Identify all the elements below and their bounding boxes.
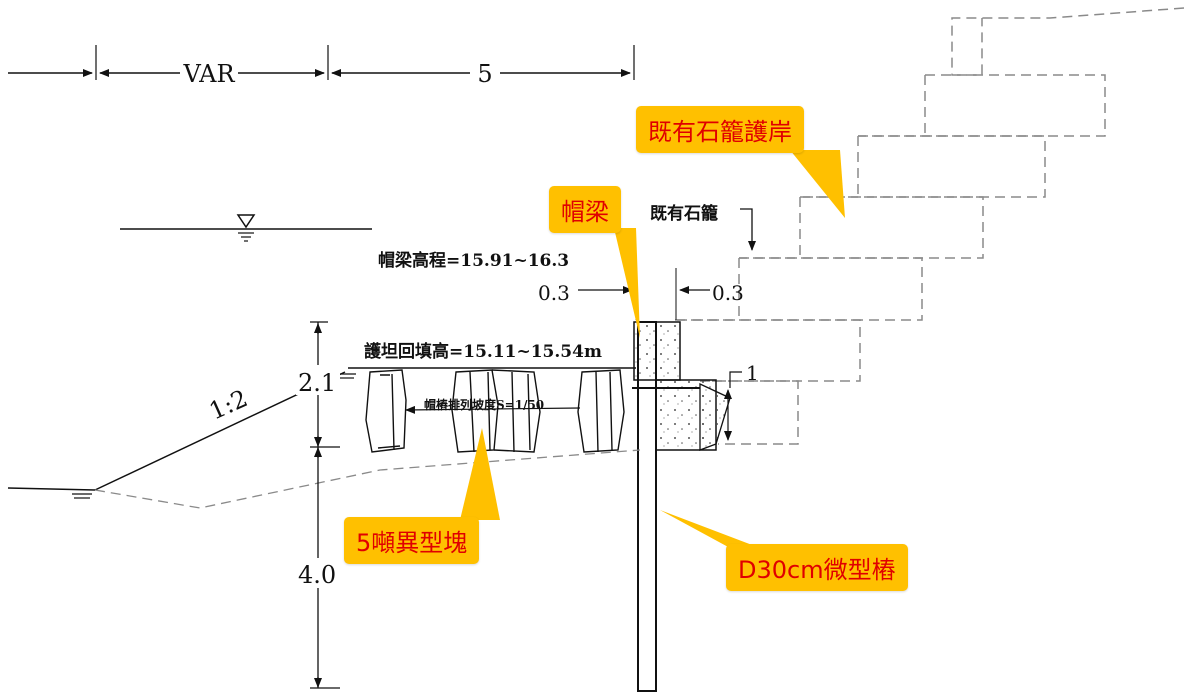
dim-offset-left: 0.3 (538, 281, 570, 305)
dim-height-upper: 2.1 (298, 369, 336, 397)
backfill-height-note: 護坦回填高=15.11~15.54m (364, 341, 602, 362)
callout-cap-beam: 帽梁 (549, 186, 621, 233)
dim-var: VAR (182, 60, 235, 88)
cap-beam-elevation-note: 帽梁高程=15.91~16.3 (378, 250, 569, 271)
dim-offset-right: 0.3 (712, 281, 744, 305)
callout-special-blocks: 5噸異型塊 (344, 517, 480, 564)
block-slope-note: 帽樁排列坡度S=1/50 (424, 397, 544, 412)
top-dimension: VAR 5 (8, 45, 635, 88)
step-dimension: 1 (724, 361, 759, 441)
dim-step-one: 1 (746, 361, 759, 385)
offset-dimensions: 0.3 0.3 (538, 268, 744, 320)
dim-five: 5 (477, 60, 492, 88)
callout-existing-revetment: 既有石籠護岸 (636, 106, 804, 153)
dim-height-lower: 4.0 (298, 561, 336, 589)
cap-beam-structure (632, 321, 731, 451)
special-blocks (365, 369, 625, 453)
block-slope-arrow (405, 405, 581, 414)
vertical-dimension: 2.1 4.0 (296, 321, 340, 689)
existing-gabion-label: 既有石籠 (650, 203, 756, 251)
micro-pile (637, 321, 657, 692)
water-level-symbol (120, 214, 372, 242)
existing-gabion-text: 既有石籠 (650, 203, 718, 224)
callout-micro-pile: D30cm微型樁 (726, 544, 908, 591)
existing-gabion-steps (675, 7, 1184, 445)
callout-pointers (460, 150, 845, 548)
